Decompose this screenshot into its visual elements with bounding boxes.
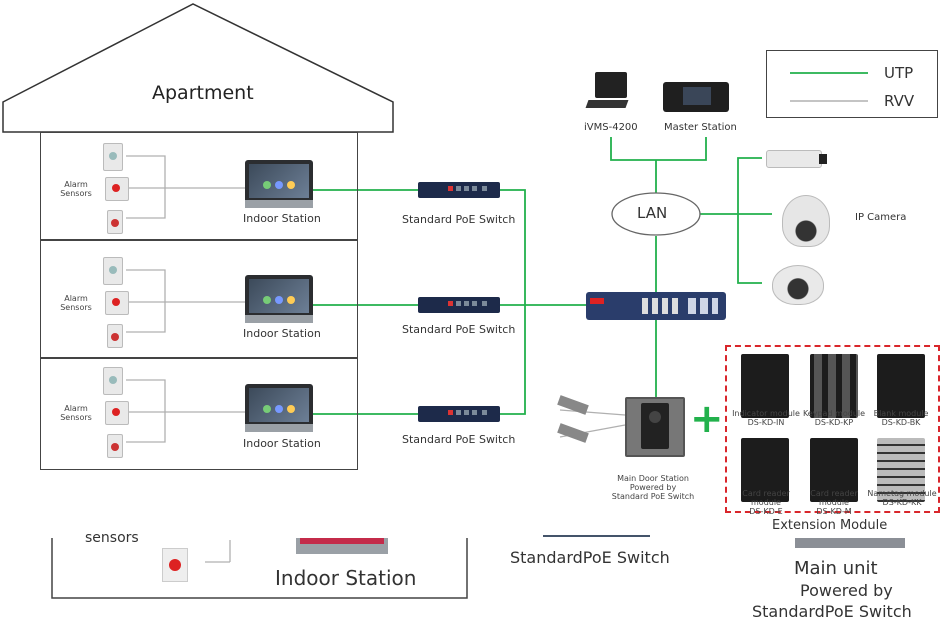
floor-1	[40, 132, 358, 240]
door-station-line1: Main Door Station	[617, 474, 689, 483]
bottom-sensor-icon	[162, 548, 188, 582]
keypad-module-icon	[810, 354, 858, 418]
monitor-stand	[585, 100, 629, 108]
smoke-sensor-icon	[107, 324, 123, 348]
indoor-station-icon	[245, 160, 313, 208]
ivms-label: iVMS-4200	[584, 122, 638, 133]
house-roof	[2, 3, 394, 133]
utp-wires	[313, 72, 868, 415]
motion-sensor-icon	[103, 367, 123, 395]
nametag-module-icon	[877, 438, 925, 502]
door-station-line3: Standard PoE Switch	[611, 492, 695, 501]
indoor-station-label: Indoor Station	[243, 437, 321, 450]
legend-rvv-label: RVV	[884, 92, 915, 110]
poe-switch-icon	[418, 406, 500, 422]
bottom-switch-label: StandardPoE Switch	[510, 548, 670, 567]
bottom-building	[51, 538, 468, 599]
motion-sensor-icon	[103, 257, 123, 285]
legend-box	[766, 50, 938, 118]
monitor-icon	[595, 72, 627, 98]
lan-cloud	[611, 192, 701, 236]
indicator-module-icon	[741, 354, 789, 418]
house-title: Apartment	[152, 82, 254, 104]
alarm-sensors-label: Alarm Sensors	[60, 404, 92, 422]
floor-3	[40, 358, 358, 470]
blank-module-icon	[877, 354, 925, 418]
motion-sensor-icon	[103, 143, 123, 171]
plus-sign: +	[690, 396, 724, 442]
bottom-sensors-label: sensors	[85, 530, 139, 546]
bottom-indoor-station-icon	[296, 538, 388, 554]
poe-switch-icon	[418, 297, 500, 313]
panic-button-icon	[105, 177, 129, 201]
legend-utp-label: UTP	[884, 64, 914, 82]
rvv-wires	[126, 155, 626, 563]
panic-button-icon	[105, 401, 129, 425]
core-poe-switch-icon	[586, 292, 726, 320]
master-station-label: Master Station	[664, 122, 737, 133]
smoke-sensor-icon	[107, 210, 123, 234]
extension-module-box	[725, 345, 940, 513]
poe-switch-label: Standard PoE Switch	[402, 433, 516, 446]
alarm-sensors-label: Alarm Sensors	[60, 180, 92, 198]
indoor-station-label: Indoor Station	[243, 212, 321, 225]
door-station-icon	[625, 397, 685, 457]
poe-switch-icon	[418, 182, 500, 198]
door-station-line2: Powered by	[629, 483, 677, 492]
card-reader-module-icon	[810, 438, 858, 502]
bottom-main-unit-label: Main unit	[794, 558, 878, 579]
panic-button-icon	[105, 291, 129, 315]
bullet-camera-icon	[766, 150, 827, 168]
indoor-station-icon	[245, 384, 313, 432]
bottom-powered-by-label: Powered by	[800, 581, 893, 600]
alarm-sensors-label: Alarm Sensors	[60, 294, 92, 312]
card-reader-module-icon	[741, 438, 789, 502]
smoke-sensor-icon	[107, 434, 123, 458]
indoor-station-label: Indoor Station	[243, 327, 321, 340]
master-station-icon	[663, 82, 729, 112]
floor-2	[40, 240, 358, 358]
bottom-indoor-station-label: Indoor Station	[275, 566, 417, 590]
lan-label: LAN	[637, 204, 668, 222]
dome-camera-icon	[772, 265, 824, 305]
poe-switch-label: Standard PoE Switch	[402, 323, 516, 336]
indoor-station-icon	[245, 275, 313, 323]
poe-switch-label: Standard PoE Switch	[402, 213, 516, 226]
door-station-label: Main Door Station Powered by Standard Po…	[598, 474, 708, 501]
dome-camera-icon	[782, 195, 830, 247]
bottom-main-unit-bar	[795, 538, 905, 548]
extension-module-title: Extension Module	[772, 518, 888, 533]
ip-camera-label: IP Camera	[855, 212, 907, 223]
bottom-switch2-label: StandardPoE Switch	[752, 602, 912, 621]
